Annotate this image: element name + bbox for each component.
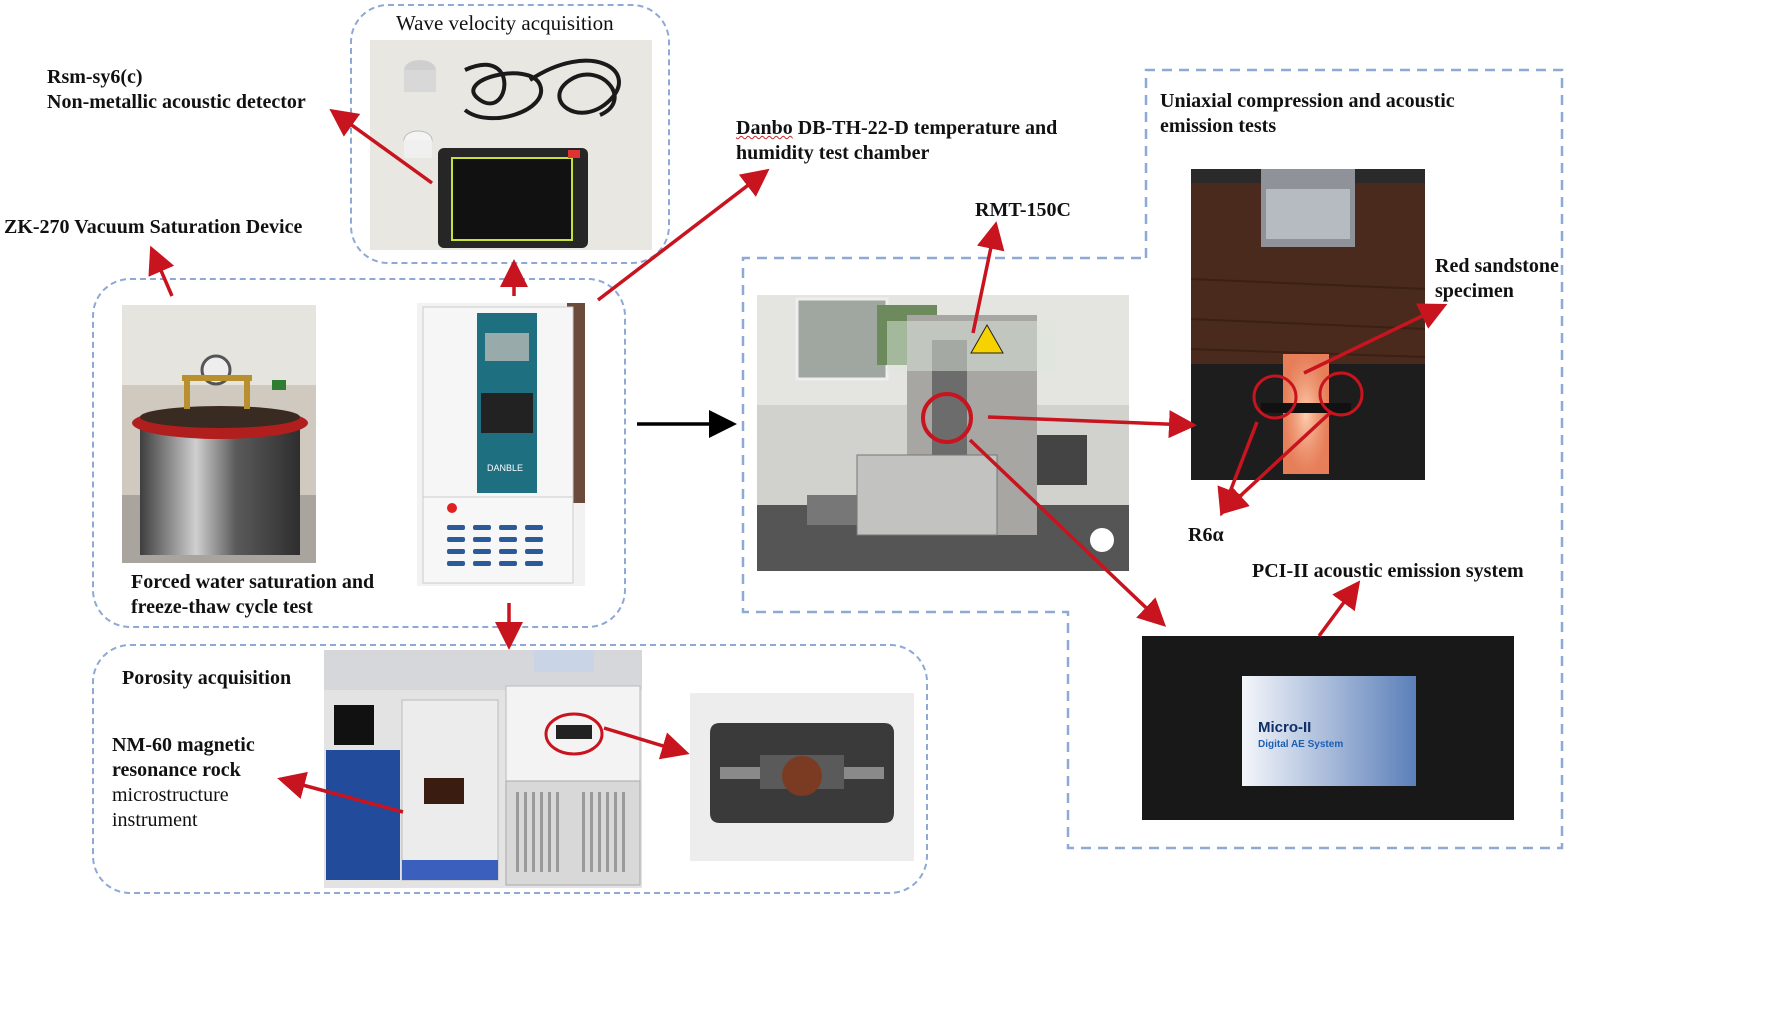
photo-rmt-150c-machine (757, 295, 1129, 571)
label-nm60-line2: resonance rock (112, 759, 241, 781)
arrow-to-rsm (329, 108, 434, 185)
label-forced-line1: Forced water saturation and (131, 571, 375, 593)
label-danbo-line2: humidity test chamber (736, 142, 930, 164)
micro-ii-title: Micro-II (1258, 719, 1311, 736)
label-uniaxial-line1: Uniaxial compression and acoustic (1160, 90, 1455, 112)
label-r6a: R6α (1188, 524, 1224, 546)
micro-ii-subtitle: Digital AE System (1258, 739, 1343, 750)
label-porosity: Porosity acquisition (122, 667, 292, 689)
label-forced-line2: freeze-thaw cycle test (131, 596, 313, 618)
arrow-to-red-sandstone (1303, 303, 1448, 375)
arrow-to-closeup (603, 726, 690, 760)
label-nm60-line3: microstructure (112, 784, 229, 806)
label-rsm-desc: Non-metallic acoustic detector (47, 91, 306, 113)
label-danbo-line1: Danbo DB-TH-22-D temperature and (736, 114, 1057, 142)
label-rsm-model: Rsm-sy6(c) (47, 66, 143, 88)
chamber-brand-text: DANBLE (487, 463, 523, 473)
label-danbo-word: Danbo (736, 117, 793, 139)
label-red-sandstone-line1: Red sandstone (1435, 255, 1559, 277)
label-nm60-line4: instrument (112, 809, 198, 831)
photo-nmr-closeup (690, 693, 914, 861)
arrow-to-r6a-right (1219, 410, 1333, 515)
label-pci-ii: PCI-II acoustic emission system (1252, 560, 1524, 582)
photo-wave-velocity-equipment (370, 40, 652, 250)
arrow-to-danbo (596, 168, 770, 302)
photo-temperature-humidity-chamber: DANBLE (417, 303, 585, 586)
photo-pci-ii-ae-system: Micro-II Digital AE System (1142, 636, 1514, 820)
label-nm60-line1: NM-60 magnetic (112, 734, 255, 756)
arrow-to-nm60 (277, 771, 404, 814)
photo-vacuum-saturation-device (122, 305, 316, 563)
arrow-to-pci (968, 438, 1167, 627)
label-wave-velocity: Wave velocity acquisition (396, 11, 614, 35)
label-red-sandstone-line2: specimen (1435, 280, 1514, 302)
arrow-pci-label (1317, 580, 1361, 638)
saturation-group (92, 278, 626, 628)
arrow-to-uniaxial (987, 410, 1197, 439)
arrow-to-zk270 (148, 245, 175, 297)
arrow-to-rmt (971, 221, 1005, 334)
label-uniaxial-line2: emission tests (1160, 115, 1277, 137)
photo-uniaxial-compression (1191, 169, 1425, 480)
photo-nmr-instrument (324, 650, 642, 888)
label-danbo-rest: DB-TH-22-D temperature and (792, 117, 1058, 139)
label-rmt-150c: RMT-150C (975, 199, 1071, 221)
label-zk270: ZK-270 Vacuum Saturation Device (4, 216, 303, 238)
